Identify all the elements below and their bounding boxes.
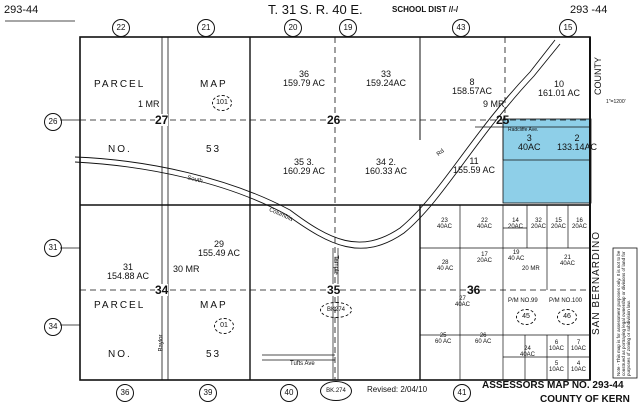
road-baylor: Baylor — [158, 334, 165, 352]
section-circle-31: 31 — [44, 239, 62, 257]
revised-date: Revised: 2/04/10 — [367, 385, 428, 394]
section-circle-15: 15 — [559, 19, 577, 37]
parcel-label-bottom: PARCEL — [94, 300, 146, 311]
section-36: 36 — [467, 283, 481, 297]
pm-circle-46: 46 — [557, 309, 577, 325]
san-bernardino-label: SAN BERNARDINO — [591, 230, 602, 335]
section-circle-36-bottom: 36 — [116, 384, 134, 402]
circle-101: 101 — [212, 95, 232, 111]
scale-label: 1"=1200' — [606, 99, 626, 105]
county-label: COUNTY — [593, 57, 603, 95]
map-label-bottom: MAP — [200, 300, 228, 311]
road-radcliffe: Radcliffe Ave. — [508, 127, 539, 133]
no-label-top: NO. — [108, 144, 132, 155]
section-circle-22: 22 — [112, 19, 130, 37]
book-274-mid: BK274 — [320, 302, 352, 318]
parcel-label-top: PARCEL — [94, 79, 146, 90]
section-25: 25 — [496, 113, 510, 127]
pm-99-label: P/M NO.99 — [508, 298, 538, 304]
parcel-34: 34 2.160.33 AC — [365, 157, 408, 176]
map-label-top: MAP — [200, 79, 228, 90]
section-27: 27 — [155, 113, 169, 127]
section-circle-41: 41 — [453, 384, 471, 402]
map-code-top-left: 293-44 — [4, 4, 39, 16]
parcel-9: 9 MR — [483, 99, 505, 109]
no-label-bottom: NO. — [108, 349, 132, 360]
section-circle-20: 20 — [284, 19, 302, 37]
map-code-top-right: 293 -44 — [570, 4, 608, 16]
num-53-bottom: 53 — [206, 349, 222, 360]
section-34: 34 — [155, 283, 169, 297]
township-range: T. 31 S. R. 40 E. — [268, 2, 363, 17]
circle-01: 01 — [214, 318, 234, 334]
pm-100-label: P/M NO.100 — [549, 298, 583, 304]
section-circle-34-left: 34 — [44, 318, 62, 336]
section-circle-40: 40 — [280, 384, 298, 402]
assessor-map-number: ASSESSORS MAP NO. 293-44 — [482, 380, 624, 391]
parcel-20: 20 MR — [522, 266, 540, 272]
assessment-note: Note - This map is for assessment purpos… — [616, 250, 631, 376]
county-of-kern: COUNTY OF KERN — [540, 394, 630, 405]
section-35: 35 — [327, 283, 341, 297]
parcel-1: 1 MR — [138, 99, 160, 109]
pm-circle-45: 45 — [516, 309, 536, 325]
section-circle-19: 19 — [339, 19, 357, 37]
section-26: 26 — [327, 113, 341, 127]
num-53-top: 53 — [206, 144, 222, 155]
school-district: SCHOOL DIST //-/ — [392, 5, 459, 14]
book-274-bottom: BK.274 — [320, 381, 352, 401]
section-circle-43: 43 — [452, 19, 470, 37]
section-circle-39: 39 — [199, 384, 217, 402]
section-circle-21: 21 — [197, 19, 215, 37]
section-circle-26-left: 26 — [44, 113, 62, 131]
road-temple: Temple — [332, 255, 339, 275]
parcel-35: 35 3.160.29 AC — [283, 157, 326, 176]
road-tufts: Tufts Ave — [290, 361, 315, 367]
parcel-30: 30 MR — [173, 264, 200, 274]
